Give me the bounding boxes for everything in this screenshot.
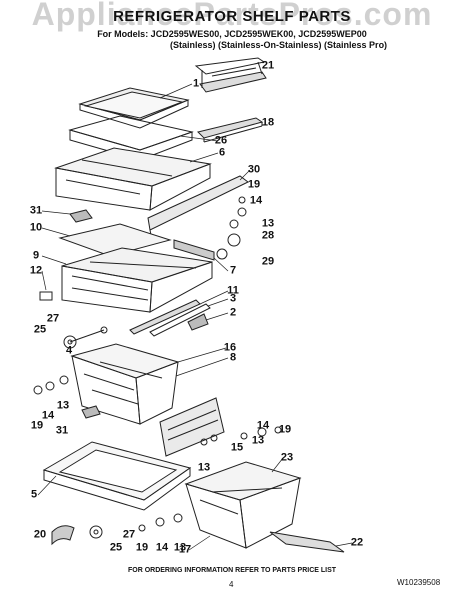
part-26-shelf-frame — [68, 115, 194, 161]
part-20-cap — [51, 525, 75, 546]
callout-2: 2 — [229, 306, 237, 319]
callout-23: 23 — [280, 451, 294, 464]
callout-27: 27 — [46, 312, 60, 325]
callout-14: 14 — [155, 541, 169, 554]
callout-20: 20 — [33, 528, 47, 541]
callout-19: 19 — [247, 178, 261, 191]
callout-31: 31 — [29, 204, 43, 217]
callout-1: 1 — [192, 77, 200, 90]
callout-30: 30 — [247, 163, 261, 176]
callout-22: 22 — [350, 536, 364, 549]
callout-13: 13 — [56, 399, 70, 412]
callout-14: 14 — [41, 409, 55, 422]
diagram-title: REFRIGERATOR SHELF PARTS — [113, 8, 351, 25]
finish-list: (Stainless) (Stainless-On-Stainless) (St… — [170, 40, 388, 50]
callout-16: 16 — [223, 341, 237, 354]
model-list: For Models: JCD2595WES00, JCD2595WEK00, … — [97, 29, 367, 39]
callout-28: 28 — [261, 229, 275, 242]
part-6-crisper-cover — [54, 147, 212, 211]
callout-18: 18 — [261, 116, 275, 129]
part-1-glass-shelf — [78, 87, 190, 129]
part-10-glass — [58, 223, 172, 257]
callout-19: 19 — [278, 423, 292, 436]
callout-5: 5 — [30, 488, 38, 501]
callout-27: 27 — [122, 528, 136, 541]
part-12-clip — [39, 291, 53, 301]
callout-26: 26 — [214, 134, 228, 147]
callout-19: 19 — [135, 541, 149, 554]
callout-25: 25 — [33, 323, 47, 336]
callout-14: 14 — [256, 419, 270, 432]
callout-29: 29 — [261, 255, 275, 268]
callout-8: 8 — [229, 351, 237, 364]
callout-11: 11 — [227, 284, 239, 297]
hardware-left-upper — [63, 326, 108, 349]
callout-6: 6 — [218, 146, 226, 159]
callout-14: 14 — [249, 194, 263, 207]
part-5-drawer-frame — [42, 441, 192, 511]
part-15-panel — [159, 397, 225, 457]
ordering-note: FOR ORDERING INFORMATION REFER TO PARTS … — [127, 567, 337, 574]
callout-31: 31 — [55, 424, 69, 437]
hardware-right-middle — [200, 426, 282, 446]
callout-12: 12 — [29, 264, 43, 277]
callout-7: 7 — [229, 264, 237, 277]
part-9-shelf-assembly — [61, 247, 213, 313]
callout-9: 9 — [32, 249, 40, 262]
callout-4: 4 — [65, 344, 73, 357]
callout-19: 19 — [30, 419, 44, 432]
part-21-rail — [194, 57, 267, 93]
callout-13: 13 — [173, 541, 187, 554]
part-22-handle — [269, 531, 345, 553]
callout-3: 3 — [229, 292, 237, 305]
hardware-left-middle — [33, 375, 101, 419]
part-23-lower-drawer — [184, 461, 302, 549]
document-id: W10239508 — [397, 578, 441, 587]
hardware-column-upper — [216, 196, 247, 260]
callout-13: 13 — [261, 217, 275, 230]
callout-13: 13 — [251, 434, 265, 447]
page-number: 4 — [229, 580, 234, 589]
callout-17: 17 — [178, 543, 192, 556]
callout-13: 13 — [197, 461, 211, 474]
callout-10: 10 — [29, 221, 43, 234]
part-7-slide — [173, 239, 215, 261]
leader-lines — [37, 83, 353, 551]
callout-15: 15 — [230, 441, 244, 454]
hardware-bottom — [89, 513, 183, 539]
part-18-rail — [197, 117, 264, 143]
part-2-bracket — [187, 313, 209, 331]
part-30-trim — [147, 175, 249, 241]
callout-25: 25 — [109, 541, 123, 554]
part-31-block — [69, 209, 93, 223]
callout-21: 21 — [261, 59, 275, 72]
